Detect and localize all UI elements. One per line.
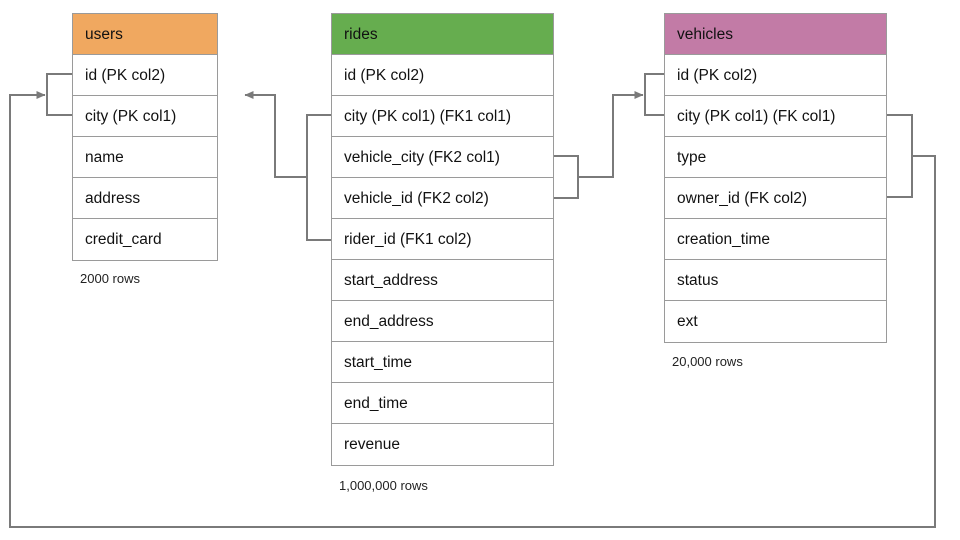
column-rides-rider-id[interactable]: rider_id (FK1 col2) bbox=[332, 219, 553, 260]
edge-vehicles-pk-bracket bbox=[644, 73, 664, 116]
column-users-address[interactable]: address bbox=[73, 178, 217, 219]
column-vehicles-type[interactable]: type bbox=[665, 137, 886, 178]
column-rides-vehicle-id[interactable]: vehicle_id (FK2 col2) bbox=[332, 178, 553, 219]
column-vehicles-owner-id[interactable]: owner_id (FK col2) bbox=[665, 178, 886, 219]
column-rides-end-address[interactable]: end_address bbox=[332, 301, 553, 342]
column-rides-vehicle-city[interactable]: vehicle_city (FK2 col1) bbox=[332, 137, 553, 178]
column-vehicles-city[interactable]: city (PK col1) (FK col1) bbox=[665, 96, 886, 137]
row-count-users: 2000 rows bbox=[80, 271, 140, 286]
table-vehicles-title: vehicles bbox=[665, 14, 886, 55]
table-vehicles[interactable]: vehicles id (PK col2) city (PK col1) (FK… bbox=[664, 13, 887, 343]
column-vehicles-id[interactable]: id (PK col2) bbox=[665, 55, 886, 96]
row-count-rides: 1,000,000 rows bbox=[339, 478, 428, 493]
table-users[interactable]: users id (PK col2) city (PK col1) name a… bbox=[72, 13, 218, 261]
edge-users-pk-bracket bbox=[46, 73, 72, 116]
column-rides-id[interactable]: id (PK col2) bbox=[332, 55, 553, 96]
edge-rides-fk1-users bbox=[244, 91, 331, 241]
row-count-vehicles: 20,000 rows bbox=[672, 354, 743, 369]
column-users-city[interactable]: city (PK col1) bbox=[73, 96, 217, 137]
column-rides-start-time[interactable]: start_time bbox=[332, 342, 553, 383]
column-rides-start-address[interactable]: start_address bbox=[332, 260, 553, 301]
column-vehicles-status[interactable]: status bbox=[665, 260, 886, 301]
column-users-name[interactable]: name bbox=[73, 137, 217, 178]
edge-rides-fk2-vehicles bbox=[554, 91, 644, 199]
table-rides-title: rides bbox=[332, 14, 553, 55]
table-rides[interactable]: rides id (PK col2) city (PK col1) (FK1 c… bbox=[331, 13, 554, 466]
column-vehicles-creation-time[interactable]: creation_time bbox=[665, 219, 886, 260]
column-rides-city[interactable]: city (PK col1) (FK1 col1) bbox=[332, 96, 553, 137]
column-users-credit-card[interactable]: credit_card bbox=[85, 231, 162, 248]
column-vehicles-ext[interactable]: ext bbox=[677, 313, 698, 330]
column-rides-end-time[interactable]: end_time bbox=[332, 383, 553, 424]
column-rides-revenue[interactable]: revenue bbox=[344, 436, 401, 453]
table-users-title: users bbox=[73, 14, 217, 55]
column-users-id[interactable]: id (PK col2) bbox=[73, 55, 217, 96]
